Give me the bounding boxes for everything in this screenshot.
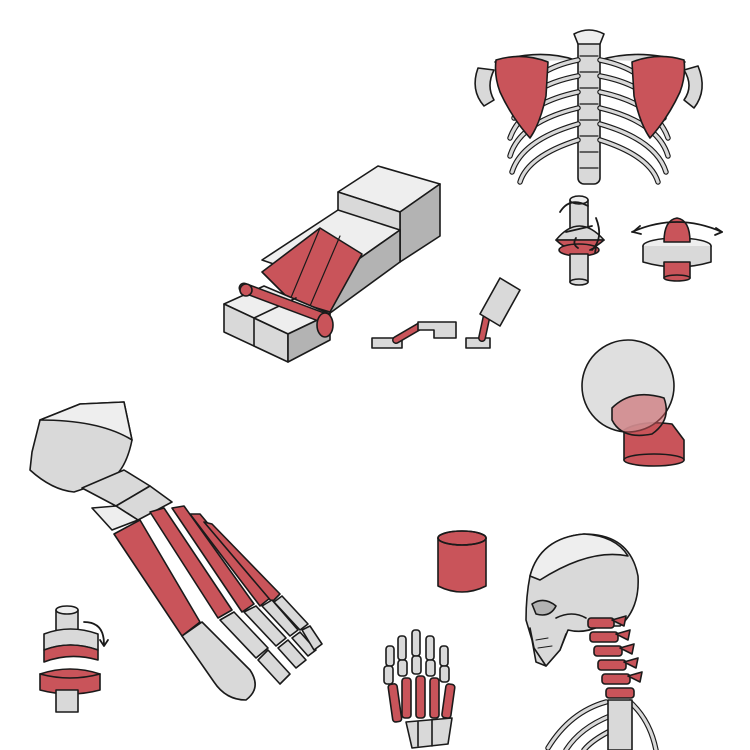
foot-skeleton — [29, 401, 323, 701]
scapula-left — [494, 55, 549, 139]
skull-and-cervical-spine — [525, 533, 659, 750]
metatarsal-2 — [149, 507, 233, 619]
hinge-joint-bent — [465, 277, 521, 349]
neck-cylinder — [437, 530, 487, 593]
box-foot-model — [223, 165, 441, 363]
ball-and-socket-joint-rotation — [555, 195, 605, 286]
saddle-joint — [39, 605, 109, 713]
cranium-sphere-and-neck — [581, 339, 685, 467]
metatarsal-5 — [203, 521, 281, 603]
pivot-joint-rotation — [631, 217, 723, 282]
hinge-joint-straight — [371, 321, 457, 349]
metatarsal-1 — [113, 519, 201, 637]
scapula-right — [631, 55, 686, 139]
rib-cage-with-scapulae — [474, 29, 703, 185]
metatarsal-3 — [171, 505, 255, 613]
hand-skeleton — [383, 629, 456, 749]
